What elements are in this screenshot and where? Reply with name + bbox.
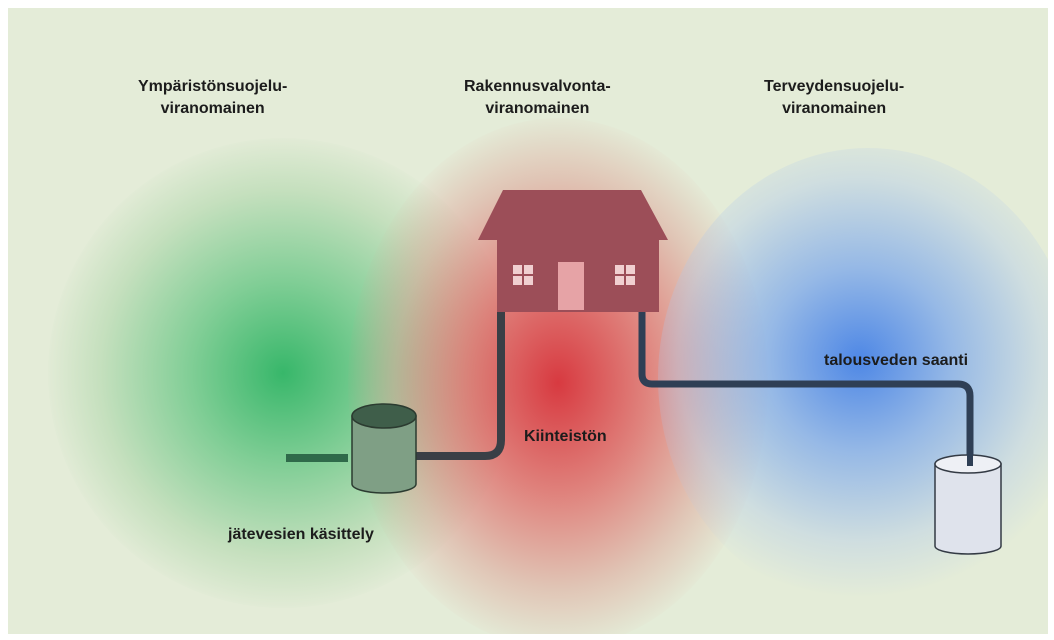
health-authority-label: Terveydensuojelu- viranomainen bbox=[764, 76, 904, 120]
environment-authority-label: Ympäristönsuojelu- viranomainen bbox=[138, 76, 287, 120]
well-icon bbox=[934, 448, 1002, 555]
building-authority-label: Rakennusvalvonta- viranomainen bbox=[464, 76, 611, 120]
house-icon bbox=[478, 190, 668, 312]
outflow-pipe bbox=[286, 454, 348, 462]
window-left-icon bbox=[512, 264, 534, 286]
septic-tank-icon bbox=[351, 403, 417, 494]
environment-authority-line1: Ympäristönsuojelu- bbox=[138, 78, 288, 95]
water-pipe bbox=[638, 304, 974, 468]
diagram-graphics bbox=[286, 190, 1002, 555]
water-supply-label: talousveden saanti bbox=[824, 352, 969, 369]
wastewater-label: jätevesien käsittely bbox=[228, 526, 374, 543]
health-authority-line2: viranomainen bbox=[782, 100, 887, 117]
property-label: Kiinteistön bbox=[524, 428, 607, 445]
environment-authority-line2: viranomainen bbox=[160, 100, 265, 117]
building-authority-line2: viranomainen bbox=[485, 100, 590, 117]
building-authority-line1: Rakennusvalvonta- bbox=[464, 78, 611, 95]
health-authority-line1: Terveydensuojelu- bbox=[764, 78, 905, 95]
diagram-canvas: Ympäristönsuojelu- viranomainen Rakennus… bbox=[8, 8, 1048, 634]
window-right-icon bbox=[614, 264, 636, 286]
sewer-pipe bbox=[406, 306, 505, 460]
